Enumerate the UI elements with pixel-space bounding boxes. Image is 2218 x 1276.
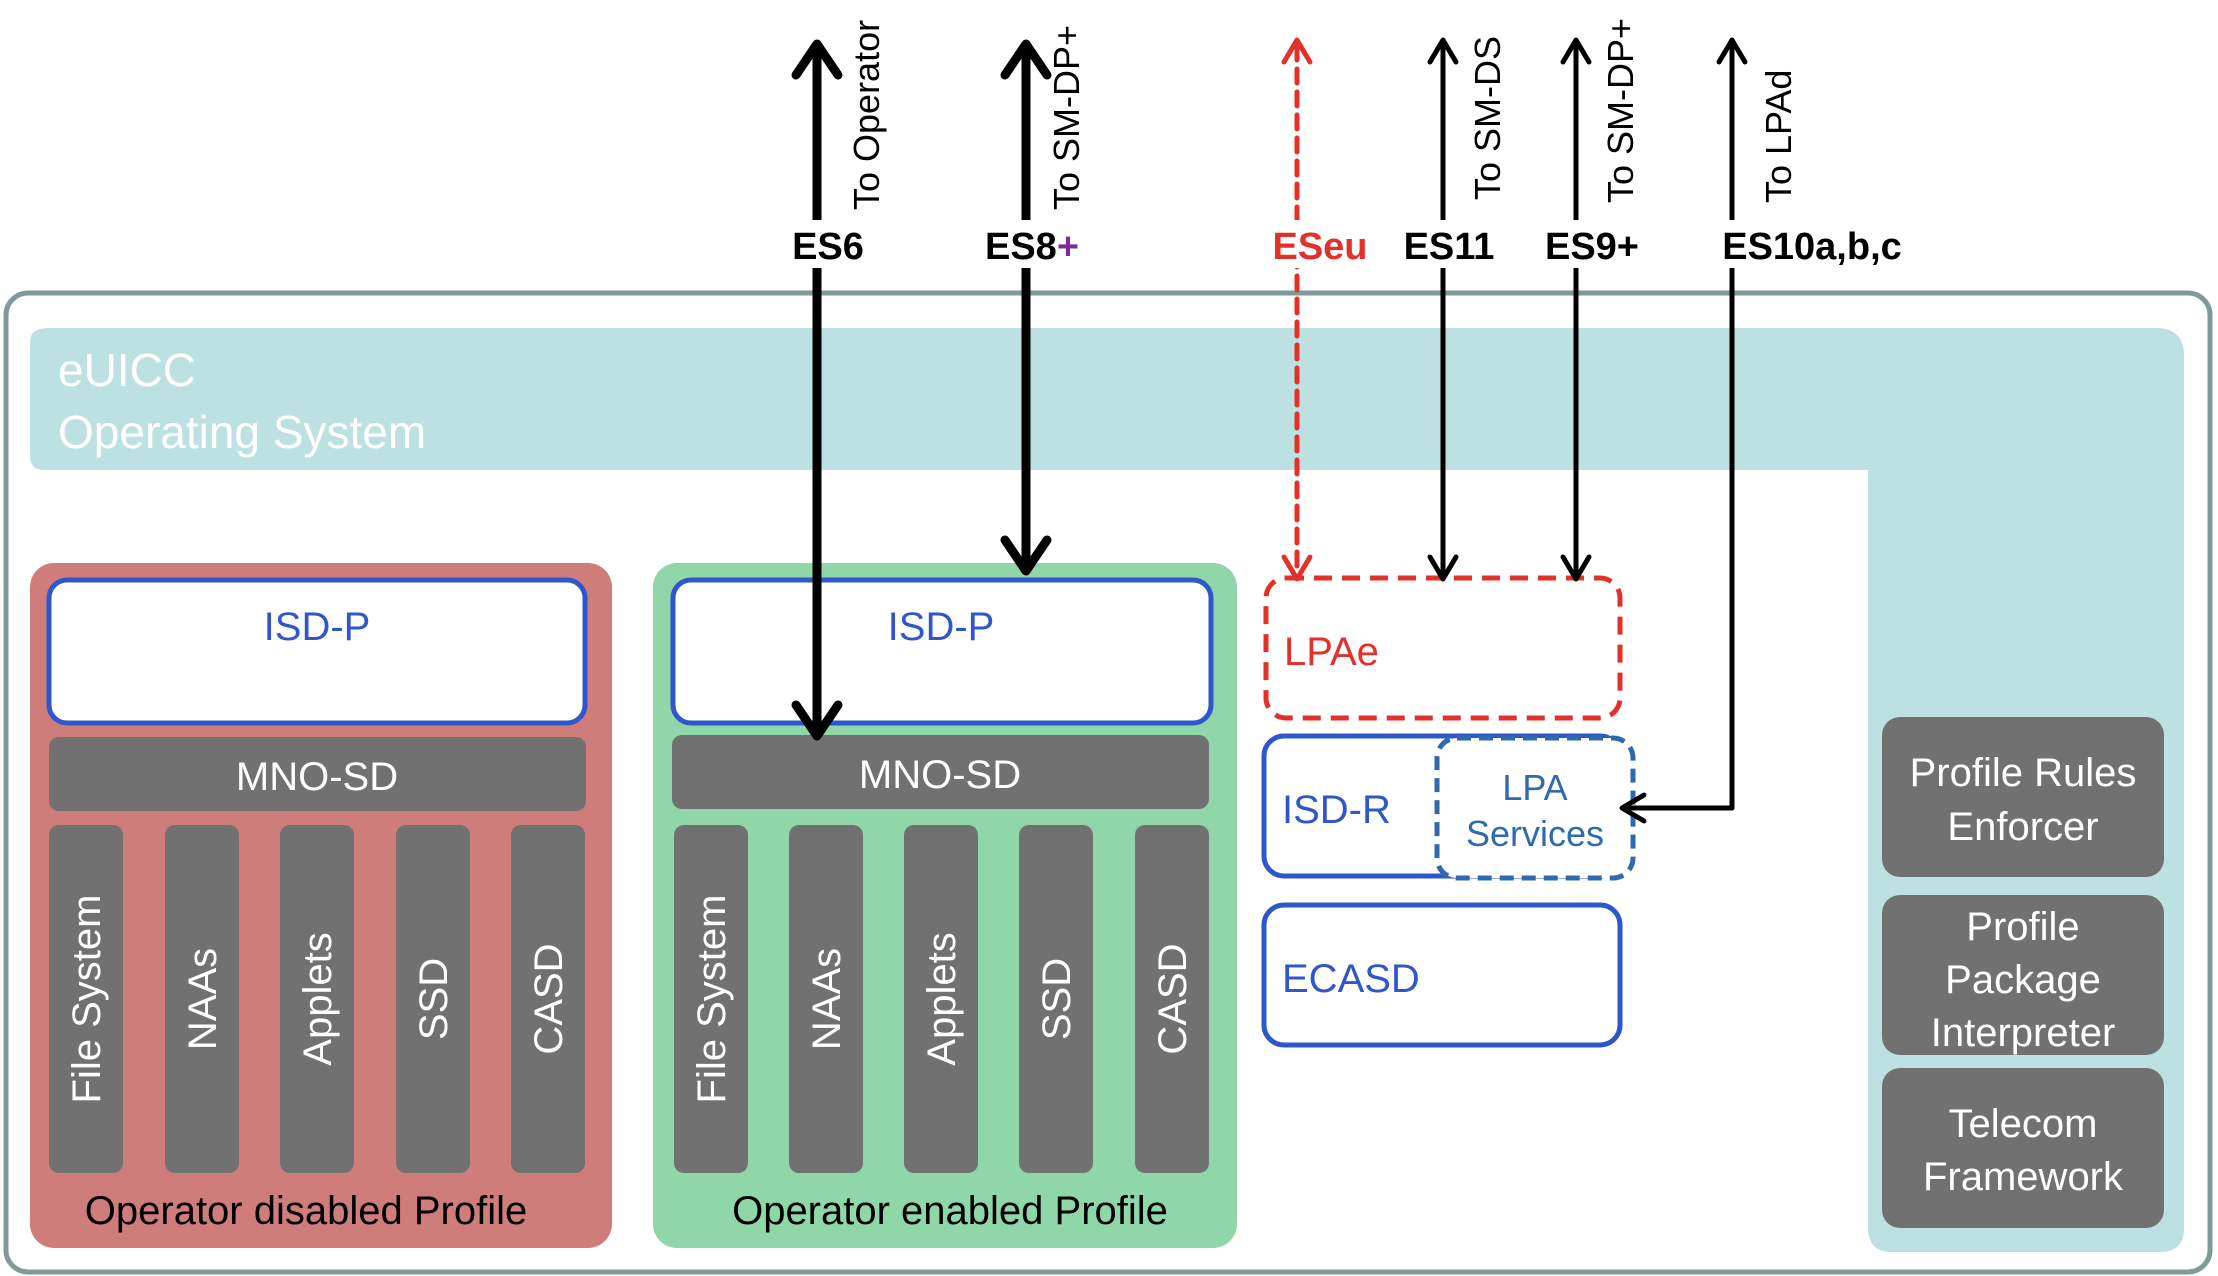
disabled-component-label: SSD: [412, 958, 456, 1040]
disabled-isdp-box: [46, 577, 588, 726]
es10-target-label: To LPAd: [1758, 70, 1799, 203]
es6-target-label: To Operator: [846, 20, 887, 210]
telecom-framework-line2: Framework: [1923, 1155, 2124, 1199]
enabled-profile: ISD-P MNO-SD File System NAAs Applets SS…: [653, 563, 1237, 1248]
disabled-component-label: NAAs: [181, 948, 225, 1050]
es8-label: ES8+: [985, 226, 1079, 268]
profile-package-interpreter-box: [1882, 895, 2164, 1055]
es9-label: ES9+: [1545, 226, 1639, 268]
profile-rules-enforcer-line2: Enforcer: [1947, 805, 2098, 849]
isdr-label: ISD-R: [1282, 788, 1391, 832]
disabled-component-box: [165, 825, 239, 1173]
disabled-component-label: Applets: [296, 932, 340, 1065]
enabled-component-label: NAAs: [805, 948, 849, 1050]
es10-label: ES10a,b,c: [1722, 226, 1902, 268]
es9-arrow: [1560, 37, 1592, 582]
disabled-isdp-label: ISD-P: [264, 605, 371, 649]
es8-label-text: ES8: [985, 226, 1057, 268]
lpa-services-line1: LPA: [1502, 767, 1567, 808]
es10-label-bg: [1706, 220, 1916, 268]
disabled-component-box: [49, 825, 123, 1173]
es9-label-bg: [1534, 220, 1652, 268]
enabled-component-label: CASD: [1151, 943, 1195, 1054]
profile-package-interpreter-line1: Profile: [1966, 905, 2079, 949]
enabled-isdp-label: ISD-P: [888, 605, 995, 649]
profile-package-interpreter-line3: Interpreter: [1931, 1011, 2116, 1055]
os-title-line2: Operating System: [58, 406, 426, 458]
disabled-profile-caption: Operator disabled Profile: [85, 1189, 527, 1233]
disabled-profile: ISD-P MNO-SD File System NAAs Applets SS…: [30, 563, 612, 1248]
profile-package-interpreter-line2: Package: [1945, 958, 2101, 1002]
disabled-mnosd-label: MNO-SD: [236, 755, 398, 799]
enabled-component-box: [789, 825, 863, 1173]
enabled-isdp-box: [670, 577, 1214, 726]
es8-target-label: To SM-DP+: [1046, 25, 1087, 210]
eseu-label-bg: [1262, 220, 1382, 268]
enabled-component-label: Applets: [920, 932, 964, 1065]
disabled-component-label: CASD: [527, 943, 571, 1054]
es6-arrow: [791, 39, 843, 741]
lpa-services-line2: Services: [1466, 813, 1604, 854]
es6-label-bg: [778, 220, 856, 268]
enabled-mnosd-label: MNO-SD: [859, 753, 1021, 797]
es11-label: ES11: [1404, 226, 1495, 268]
disabled-component-label: File System: [65, 895, 109, 1104]
eseu-arrow: [1281, 37, 1313, 582]
lpae-label: LPAe: [1284, 630, 1379, 674]
ecasd-box: [1261, 902, 1623, 1048]
profile-rules-enforcer-box: [1882, 717, 2164, 877]
es8-label-bg: [980, 220, 1086, 268]
disabled-component-box: [280, 825, 354, 1173]
telecom-framework-box: [1882, 1068, 2164, 1228]
disabled-component-box: [396, 825, 470, 1173]
telecom-framework-line1: Telecom: [1949, 1102, 2098, 1146]
enabled-component-label: File System: [690, 895, 734, 1104]
es11-label-bg: [1398, 220, 1498, 268]
enabled-component-box: [1135, 825, 1209, 1173]
eseu-label: ESeu: [1272, 226, 1367, 268]
ecasd-label: ECASD: [1282, 957, 1420, 1001]
es9-target-label: To SM-DP+: [1600, 18, 1641, 203]
es11-arrow: [1427, 37, 1459, 582]
enabled-component-box: [674, 825, 748, 1173]
lpa-services-box: [1434, 735, 1636, 881]
enabled-component-label: SSD: [1035, 958, 1079, 1040]
os-title-line1: eUICC: [58, 344, 196, 396]
disabled-component-box: [511, 825, 585, 1173]
profile-rules-enforcer-line1: Profile Rules: [1910, 751, 2137, 795]
es8-arrow: [1000, 39, 1052, 576]
disabled-mnosd-box: [49, 737, 586, 811]
enabled-profile-caption: Operator enabled Profile: [732, 1189, 1168, 1233]
enabled-component-box: [1019, 825, 1093, 1173]
es11-target-label: To SM-DS: [1467, 36, 1508, 200]
es8-label-plus: +: [1057, 226, 1079, 268]
enabled-mnosd-box: [672, 735, 1209, 809]
es10-arrow: [1619, 37, 1748, 824]
enabled-component-box: [904, 825, 978, 1173]
es6-label: ES6: [792, 226, 864, 268]
